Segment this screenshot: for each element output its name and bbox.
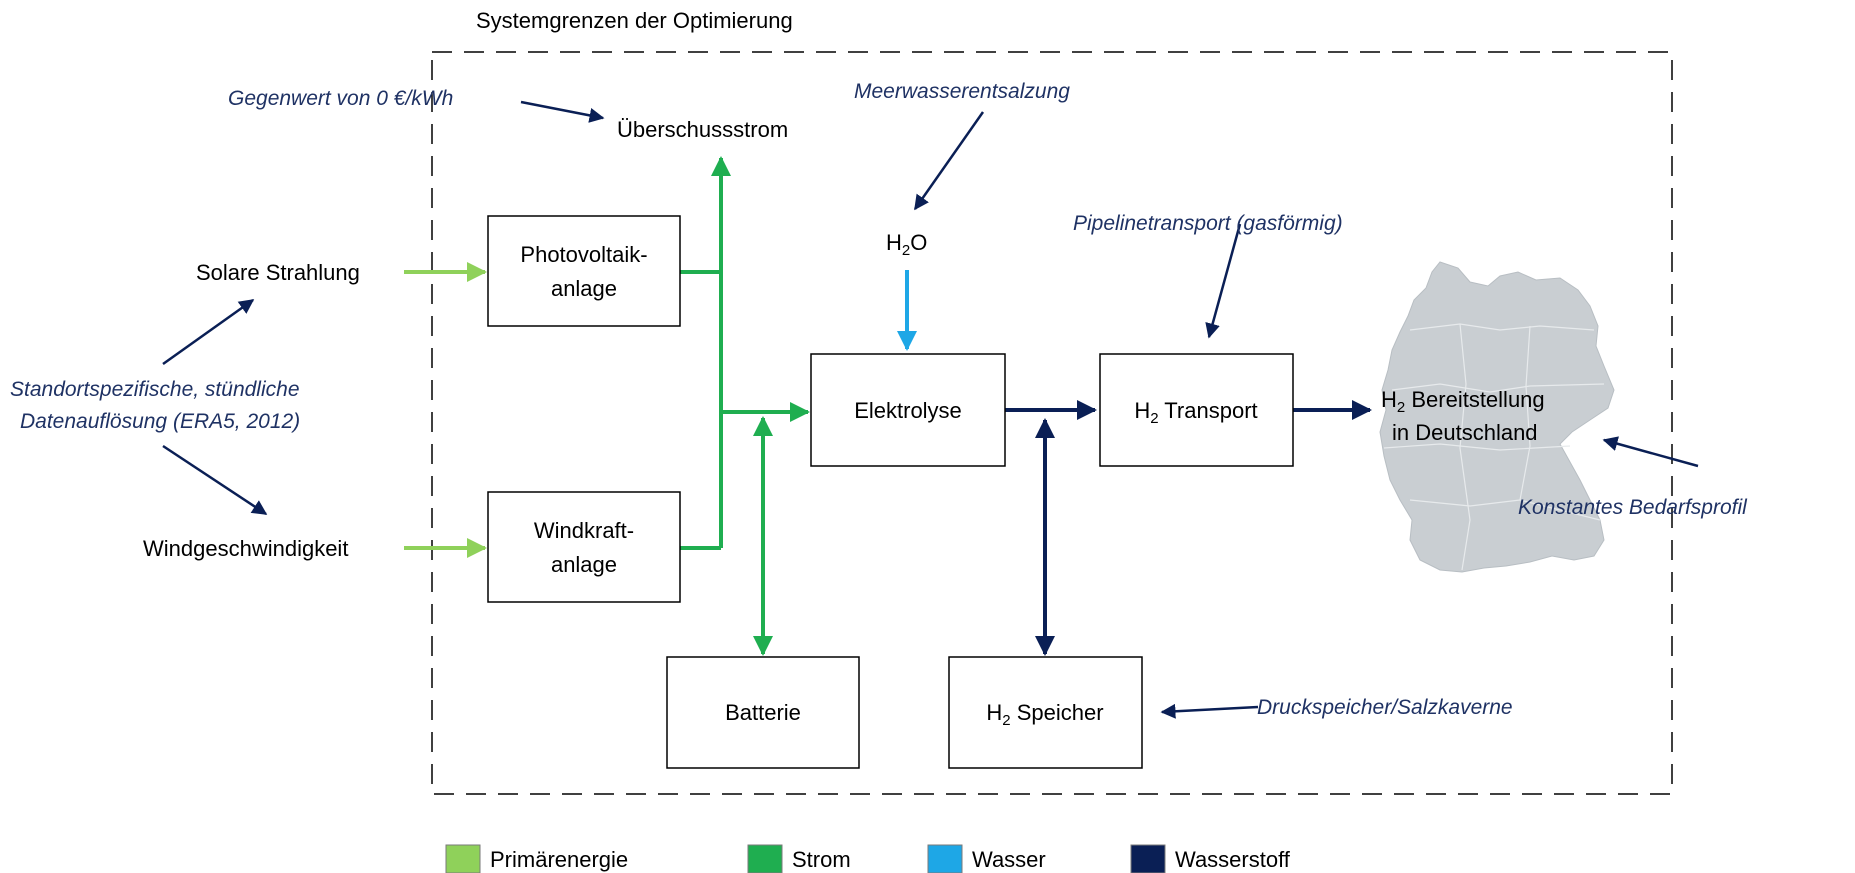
legend-swatch-water <box>927 844 963 873</box>
hydrogen-network <box>1005 400 1372 656</box>
legend-label-primary-energy: Primärenergie <box>490 847 628 872</box>
legend-swatch-power <box>747 844 783 873</box>
surplus-label: Überschussstrom <box>617 117 788 142</box>
transport-label: H2 Transport <box>1134 398 1257 427</box>
solar-label: Solare Strahlung <box>196 260 360 285</box>
annotation-site-line1: Standortspezifische, stündliche <box>10 378 300 401</box>
power-network <box>680 156 810 656</box>
pv-label-line2: anlage <box>551 276 617 301</box>
water-label: H2O <box>886 230 927 259</box>
electrolysis-label: Elektrolyse <box>854 398 962 423</box>
legend-label-hydrogen: Wasserstoff <box>1175 847 1291 872</box>
battery-box: Batterie <box>666 656 860 769</box>
annotation-desalination: Meerwasserentsalzung <box>854 80 1070 103</box>
legend-label-power: Strom <box>792 847 851 872</box>
wind-label-line2: anlage <box>551 552 617 577</box>
annotation-storage-type: Druckspeicher/Salzkaverne <box>1257 696 1513 719</box>
wind-label-line1: Windkraft- <box>534 518 634 543</box>
annotation-pipeline: Pipelinetransport (gasförmig) <box>1073 212 1343 235</box>
annotation-demand: Konstantes Bedarfsprofil <box>1518 496 1748 519</box>
electrolysis-box: Elektrolyse <box>810 353 1006 467</box>
battery-label: Batterie <box>725 700 801 725</box>
storage-box: H2 Speicher <box>948 656 1143 769</box>
system-boundary <box>431 51 1673 795</box>
germany-map <box>1379 261 1615 573</box>
legend-label-water: Wasser <box>972 847 1046 872</box>
boundary-label: Systemgrenzen der Optimierung <box>476 8 793 33</box>
legend-swatch-hydrogen <box>1130 844 1166 873</box>
wind-turbine-box: Windkraft- anlage <box>487 491 681 603</box>
pv-box: Photovoltaik- anlage <box>487 215 681 327</box>
supply-label-line2: in Deutschland <box>1392 420 1538 445</box>
transport-box: H2 Transport <box>1099 353 1294 467</box>
legend-swatch-primary-energy <box>445 844 481 873</box>
supply-label-line1: H2 Bereitstellung <box>1381 387 1545 416</box>
wind-speed-label: Windgeschwindigkeit <box>143 536 348 561</box>
pv-label-line1: Photovoltaik- <box>520 242 647 267</box>
legend: Primärenergie Strom Wasser Wasserstoff <box>445 844 1291 873</box>
annotation-arrows <box>162 100 1699 719</box>
annotation-site-line2: Datenauflösung (ERA5, 2012) <box>20 410 300 433</box>
annotation-equivalent: Gegenwert von 0 €/kWh <box>228 87 453 110</box>
storage-label: H2 Speicher <box>986 700 1103 729</box>
